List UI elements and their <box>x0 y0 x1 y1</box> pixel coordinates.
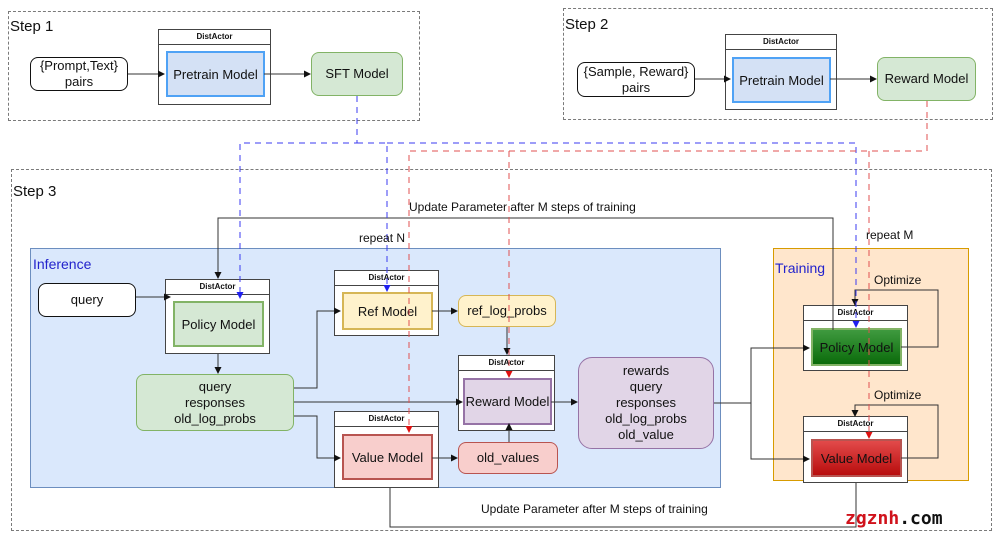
reward-model-trained: Reward Model <box>877 57 976 101</box>
batch-query: query <box>629 379 663 394</box>
ref-model: Ref Model <box>342 292 433 330</box>
training-value-distactor: DistActor Value Model <box>803 416 908 483</box>
update-bottom-label: Update Parameter after M steps of traini… <box>481 502 708 516</box>
step2-pretrain-model: Pretrain Model <box>732 57 831 103</box>
old-values: old_values <box>458 442 558 474</box>
inference-policy-model: Policy Model <box>173 301 264 347</box>
batch-old-value: old_value <box>618 427 674 442</box>
inference-label: Inference <box>33 256 92 272</box>
step3-frame <box>11 169 992 531</box>
training-value-model: Value Model <box>811 439 902 477</box>
update-top-loop <box>214 217 834 330</box>
training-label: Training <box>775 260 826 276</box>
distactor-title: DistActor <box>166 280 269 295</box>
arrow-outputs-to-value <box>294 415 341 462</box>
query-input: query <box>38 283 136 317</box>
training-policy-model: Policy Model <box>811 328 902 366</box>
experience-batch: rewards query responses old_log_probs ol… <box>578 357 714 449</box>
optimize-loop-policy <box>851 289 939 348</box>
inference-policy-distactor: DistActor Policy Model <box>165 279 270 354</box>
reward-link-trunk <box>405 101 928 433</box>
step2-distactor: DistActor Pretrain Model <box>725 34 837 110</box>
sft-link-training <box>387 142 860 328</box>
optimize-value-label: Optimize <box>874 388 922 402</box>
batch-responses: responses <box>616 395 676 410</box>
watermark: zgznh.com <box>845 508 943 529</box>
optimize-loop-value <box>851 404 939 459</box>
step3-label: Step 3 <box>13 183 57 200</box>
sample-reward-line1: {Sample, Reward} <box>583 63 689 79</box>
batch-old-log-probs: old_log_probs <box>605 411 687 426</box>
batch-rewards: rewards <box>622 363 670 378</box>
sample-reward-line2: pairs <box>621 79 651 95</box>
update-top-label: Update Parameter after M steps of traini… <box>409 200 636 214</box>
ref-log-probs: ref_log_probs <box>458 295 556 327</box>
step1-label: Step 1 <box>10 18 54 35</box>
rollout-output-old-log-probs: old_log_probs <box>174 410 256 426</box>
step2-frame <box>563 8 993 120</box>
step1-pretrain-model: Pretrain Model <box>166 51 265 97</box>
step1-distactor: DistActor Pretrain Model <box>158 29 271 105</box>
repeat-m-label: repeat M <box>866 228 914 242</box>
step1-frame <box>8 11 420 121</box>
inference-value-model: Value Model <box>342 434 433 480</box>
sample-reward-pairs: {Sample, Reward} pairs <box>577 62 695 97</box>
prompt-text-line2: pairs <box>64 74 94 89</box>
distactor-title: DistActor <box>459 356 554 371</box>
rollout-output-query: query <box>198 378 232 394</box>
inference-value-distactor: DistActor Value Model <box>334 411 439 488</box>
arrow-outputs-to-ref <box>294 307 341 389</box>
arrow-batch-to-value-train <box>750 403 810 463</box>
training-policy-distactor: DistActor Policy Model <box>803 305 908 371</box>
prompt-text-line1: {Prompt,Text} <box>39 58 119 73</box>
distactor-title: DistActor <box>335 412 438 427</box>
rollout-output-responses: responses <box>185 394 245 410</box>
distactor-title: DistActor <box>804 417 907 432</box>
sft-model: SFT Model <box>311 52 403 96</box>
optimize-policy-label: Optimize <box>874 273 922 287</box>
distactor-title: DistActor <box>804 306 907 321</box>
sft-link-trunk <box>236 96 358 299</box>
step2-label: Step 2 <box>565 16 609 33</box>
distactor-title: DistActor <box>726 35 836 50</box>
arrow-batch-to-policy-train <box>714 344 810 404</box>
rollout-outputs: query responses old_log_probs <box>136 374 294 431</box>
repeat-n-label: repeat N <box>359 231 406 245</box>
update-bottom-loop <box>389 483 857 528</box>
distactor-title: DistActor <box>159 30 270 45</box>
prompt-text-pairs: {Prompt,Text} pairs <box>30 57 128 91</box>
sft-link-ref <box>357 142 391 292</box>
watermark-part2: .com <box>899 508 943 529</box>
watermark-part1: zgznh <box>845 508 900 529</box>
